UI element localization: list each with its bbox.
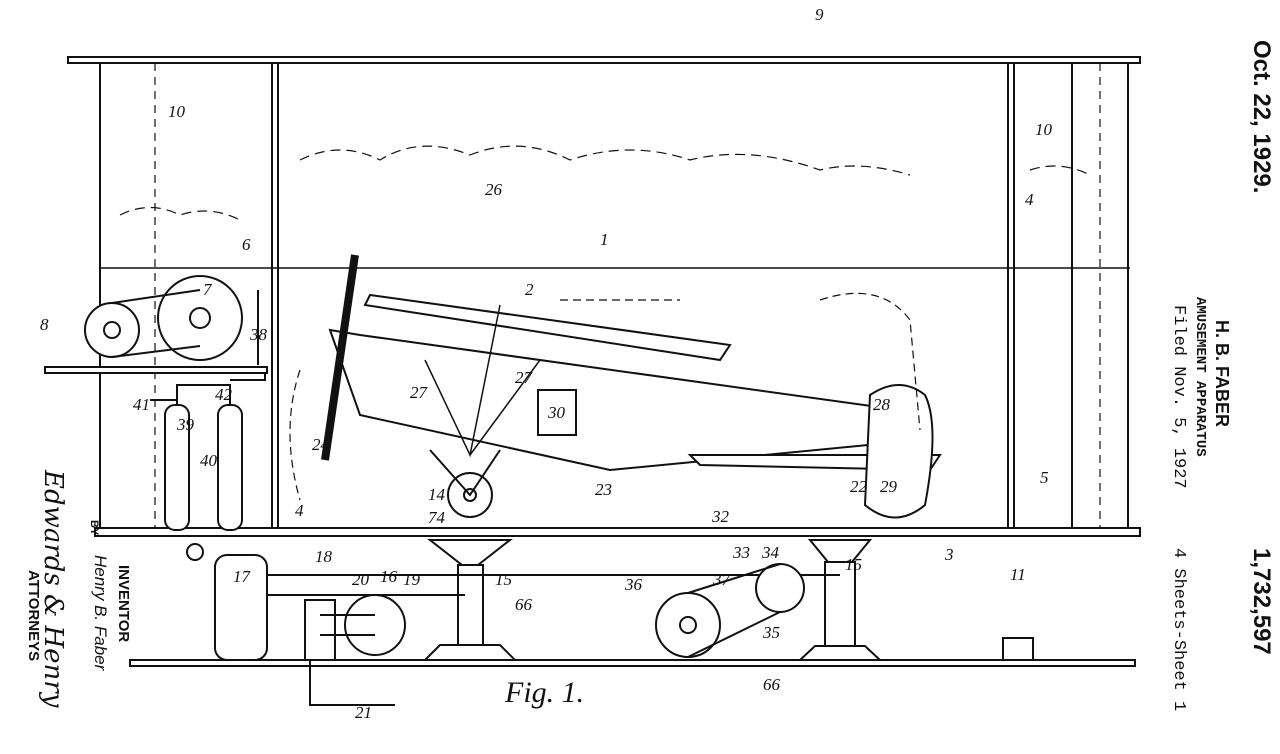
ref-5: 5 [1040, 468, 1049, 487]
ref-42: 42 [215, 385, 233, 404]
ref-8: 8 [40, 315, 49, 334]
ref-34: 34 [761, 543, 780, 562]
ref-39: 39 [176, 415, 195, 434]
compressor-assembly [186, 543, 1034, 706]
ref-14: 14 [428, 485, 446, 504]
ref-27: 27 [515, 368, 534, 387]
ref-18: 18 [315, 547, 333, 566]
ref-9: 9 [815, 5, 824, 24]
clouds-backdrop [119, 145, 1091, 221]
ref-20: 20 [352, 570, 370, 589]
ref-2: 2 [525, 280, 534, 299]
ref-4: 4 [295, 501, 304, 520]
ref-66: 66 [515, 595, 533, 614]
ref-27: 27 [410, 383, 429, 402]
ref-21: 21 [355, 703, 372, 722]
ref-41: 41 [133, 395, 150, 414]
ref-6: 6 [242, 235, 251, 254]
ref-16: 16 [380, 567, 398, 586]
motor-assembly [84, 275, 259, 365]
ref-40: 40 [200, 451, 218, 470]
ref-28: 28 [873, 395, 891, 414]
inventor-signature: Henry B. Faber [91, 555, 110, 671]
ref-11: 11 [1010, 565, 1026, 584]
ref-10: 10 [168, 102, 186, 121]
inventor-label: INVENTOR [115, 565, 132, 643]
ref-7: 7 [203, 280, 213, 299]
reference-numerals: 9 10 10 4 1 26 6 7 8 38 2 27 27 30 28 41… [40, 5, 1053, 722]
ref-17: 17 [233, 567, 252, 586]
ref-74: 74 [428, 508, 446, 527]
ref-37: 37 [712, 570, 732, 589]
ref-3: 3 [944, 545, 954, 564]
ref-23: 23 [595, 480, 612, 499]
attorneys-label: ATTORNEYS [25, 570, 42, 662]
ref-30: 30 [547, 403, 566, 422]
ref-38: 38 [249, 325, 268, 344]
by-label: BY [88, 520, 100, 536]
patent-number: 1,732,597 [1248, 548, 1275, 655]
pedestals [424, 539, 881, 661]
patent-title: AMUSEMENT APPARATUS [1192, 297, 1208, 457]
attorney-signature: Edwards & Henry [38, 470, 68, 708]
patent-date: Oct. 22, 1929. [1248, 40, 1275, 194]
figure-label: Fig. 1. [505, 676, 585, 709]
ref-24: 24 [312, 435, 330, 454]
ref-15: 15 [845, 555, 862, 574]
ref-32: 32 [711, 507, 730, 526]
ref-26: 26 [485, 180, 503, 199]
ref-33: 33 [732, 543, 750, 562]
ref-19: 19 [403, 570, 421, 589]
gas-tanks [150, 373, 266, 531]
ref-1: 1 [600, 230, 609, 249]
ref-4: 4 [1025, 190, 1034, 209]
ref-22: 22 [850, 477, 868, 496]
filed-date: Filed Nov. 5, 1927 [1169, 305, 1188, 489]
ref-36: 36 [624, 575, 643, 594]
ref-66: 66 [763, 675, 781, 694]
ref-35: 35 [762, 623, 780, 642]
ref-15: 15 [495, 570, 512, 589]
inventor-name: H. B. FABER [1212, 320, 1232, 428]
ref-10: 10 [1035, 120, 1053, 139]
ref-29: 29 [880, 477, 898, 496]
sheet-count: 4 Sheets-Sheet 1 [1169, 548, 1188, 712]
frame [44, 56, 1141, 667]
airplane-model [289, 254, 942, 519]
